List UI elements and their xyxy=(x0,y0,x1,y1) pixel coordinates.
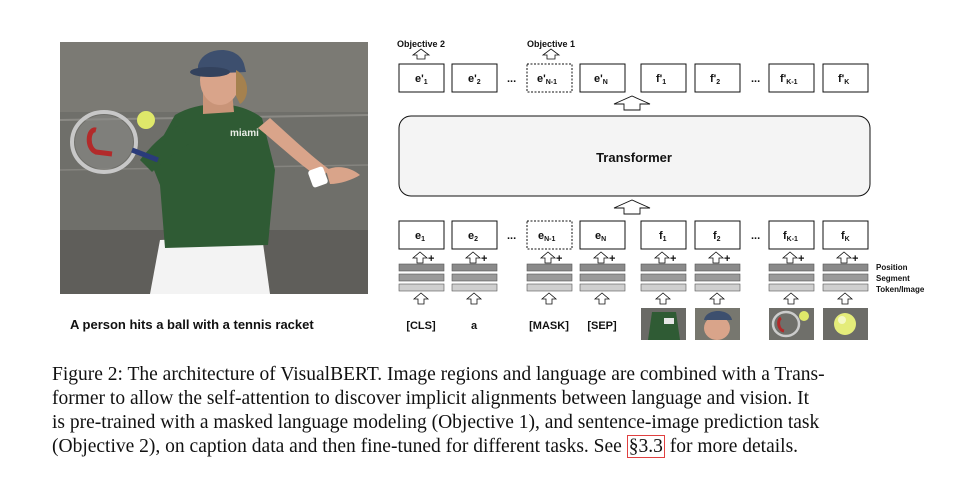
sum-marker-col2: + xyxy=(464,251,487,265)
svg-text:f'1: f'1 xyxy=(656,73,666,86)
section-reference-link[interactable]: §3.3 xyxy=(626,435,665,458)
word-token-cls: [CLS] xyxy=(406,320,436,332)
sum-marker-col1: + xyxy=(411,251,434,265)
transformer-input-arrow-icon xyxy=(613,199,651,215)
transformer-block: Transformer xyxy=(398,115,871,197)
svg-text:e1: e1 xyxy=(415,230,425,243)
sum-marker-col5: + xyxy=(653,251,676,265)
svg-text:e2: e2 xyxy=(468,230,478,243)
input-token-masked: eN-1 xyxy=(526,220,573,250)
input-token-e1: e1 xyxy=(398,220,445,250)
input-ellipsis-text: ... xyxy=(507,230,516,242)
region-crop-1 xyxy=(641,308,686,340)
sum-marker-col3: + xyxy=(539,251,562,265)
objective-2-label: Objective 2 xyxy=(397,39,445,49)
sum-marker-col8: + xyxy=(835,251,858,265)
transformer-output-arrow-icon xyxy=(613,95,651,111)
segment-label: Segment xyxy=(876,274,910,283)
svg-text:+: + xyxy=(798,253,804,265)
region-crop-2 xyxy=(695,308,740,340)
word-token-sep: [SEP] xyxy=(587,320,617,332)
input-token-fK-1: fK-1 xyxy=(768,220,815,250)
sum-marker-col7: + xyxy=(781,251,804,265)
photo-caption: A person hits a ball with a tennis racke… xyxy=(70,317,314,332)
token-image-label: Token/Image xyxy=(876,285,925,294)
embedding-bars xyxy=(398,263,869,292)
sum-marker-col4: + xyxy=(592,251,615,265)
caption-line-4-start: (Objective 2), on caption data and then … xyxy=(52,436,627,457)
svg-text:eN-1: eN-1 xyxy=(538,230,556,243)
output-token-fK-1: f'K-1 xyxy=(768,63,815,93)
objective-1-arrow-icon xyxy=(541,48,561,60)
input-token-e2: e2 xyxy=(451,220,498,250)
bottom-arrows xyxy=(412,292,854,305)
svg-text:f'K: f'K xyxy=(838,73,849,86)
svg-text:f'K-1: f'K-1 xyxy=(780,73,798,86)
output-ellipsis-text: ... xyxy=(507,73,516,85)
objective-1-label: Objective 1 xyxy=(527,39,575,49)
svg-text:+: + xyxy=(852,253,858,265)
output-token-fK: f'K xyxy=(822,63,869,93)
input-token-f1: f1 xyxy=(640,220,687,250)
output-token-eN: e'N xyxy=(579,63,626,93)
svg-text:+: + xyxy=(428,253,434,265)
output-token-e2: e'2 xyxy=(451,63,498,93)
svg-text:+: + xyxy=(481,253,487,265)
svg-text:+: + xyxy=(556,253,562,265)
svg-text:+: + xyxy=(609,253,615,265)
sum-marker-col6: + xyxy=(707,251,730,265)
word-token-a: a xyxy=(471,320,478,332)
input-token-eN: eN xyxy=(579,220,626,250)
caption-line-1: Figure 2: The architecture of VisualBERT… xyxy=(52,364,825,385)
output-token-masked: e'N-1 xyxy=(526,63,573,93)
caption-line-4: (Objective 2), on caption data and then … xyxy=(52,435,932,459)
caption-line-4-end: for more details. xyxy=(664,436,799,457)
svg-text:e'N-1: e'N-1 xyxy=(537,73,557,86)
svg-text:eN: eN xyxy=(595,230,606,243)
region-crop-4 xyxy=(823,308,868,340)
input-token-fK: fK xyxy=(822,220,869,250)
figure-caption: Figure 2: The architecture of VisualBERT… xyxy=(52,363,932,459)
input-ellipsis-image: ... xyxy=(751,230,760,242)
architecture-figure: miami A person hits a ball with a tennis… xyxy=(59,39,925,340)
position-label: Position xyxy=(876,263,908,272)
svg-text:e'2: e'2 xyxy=(468,73,481,86)
shirt-logo: miami xyxy=(230,128,259,139)
caption-line-3: is pre-trained with a masked language mo… xyxy=(52,412,820,433)
output-token-f2: f'2 xyxy=(694,63,741,93)
svg-text:f'2: f'2 xyxy=(710,73,720,86)
svg-text:f2: f2 xyxy=(713,230,721,243)
word-token-mask: [MASK] xyxy=(529,320,569,332)
transformer-label: Transformer xyxy=(596,150,672,165)
svg-text:f1: f1 xyxy=(659,230,667,243)
tennis-photo: miami xyxy=(59,42,369,294)
svg-text:e'N: e'N xyxy=(594,73,608,86)
svg-text:+: + xyxy=(670,253,676,265)
input-token-f2: f2 xyxy=(694,220,741,250)
output-token-e1: e'1 xyxy=(398,63,445,93)
svg-text:+: + xyxy=(724,253,730,265)
region-crop-3 xyxy=(769,308,814,340)
svg-text:fK-1: fK-1 xyxy=(783,230,798,243)
caption-line-2: former to allow the self-attention to di… xyxy=(52,388,810,409)
output-token-f1: f'1 xyxy=(640,63,687,93)
svg-text:fK: fK xyxy=(841,230,850,243)
objective-2-arrow-icon xyxy=(411,48,431,60)
svg-text:e'1: e'1 xyxy=(415,73,428,86)
output-ellipsis-image: ... xyxy=(751,73,760,85)
